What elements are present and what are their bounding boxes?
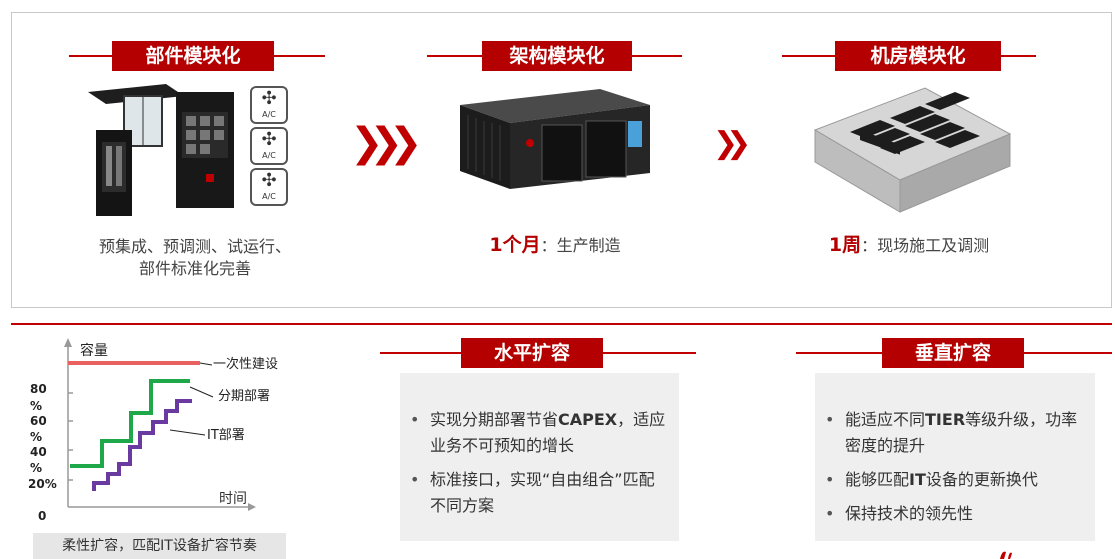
brand-logo-fragment-icon <box>1000 551 1012 559</box>
svg-text:%: % <box>30 399 42 413</box>
series-label-onetime: 一次性建设 <box>213 356 278 372</box>
fan-icon: ✣ <box>261 88 277 109</box>
svg-text:%: % <box>30 461 42 475</box>
bullet-item: 能够匹配IT设备的更新换代 <box>815 467 1095 493</box>
horizontal-expansion-card: 水平扩容 <box>380 338 696 559</box>
vertical-bullet-box: 能适应不同TIER等级升级，功率密度的提升 能够匹配IT设备的更新换代 保持技术… <box>815 373 1095 541</box>
card-title: 部件模块化 <box>112 41 274 71</box>
y-tick-label: 80 <box>30 382 47 396</box>
modular-room-illustration <box>813 87 1012 213</box>
svg-text:%: % <box>30 430 42 444</box>
bullet-item: 能适应不同TIER等级升级，功率密度的提升 <box>815 407 1095 459</box>
fan-icon: ✣ <box>261 129 277 150</box>
architecture-modular-card: 架构模块化 <box>427 41 682 273</box>
triple-chevron-icon: ❯❯❯ <box>350 120 422 166</box>
capacity-chart: 容量 时间 80% 60% 40% 20% 0 一次性建设 分期部署 IT部署 <box>28 338 278 523</box>
double-chevron-icon: ❯❯ <box>713 126 751 161</box>
series-line-it <box>92 399 192 491</box>
y-tick-label: 60 <box>30 414 47 428</box>
chart-caption: 柔性扩容，匹配IT设备扩容节奏 <box>33 533 286 559</box>
series-line-phased <box>70 379 190 468</box>
y-tick-label: 40 <box>30 445 47 459</box>
container-datacenter-illustration <box>460 89 650 189</box>
bullet-item: 实现分期部署节省CAPEX，适应业务不可预知的增长 <box>400 407 679 459</box>
horizontal-bullet-box: 实现分期部署节省CAPEX，适应业务不可预知的增长 标准接口，实现“自由组合”匹… <box>400 373 679 541</box>
room-caption: 1周：现场施工及调测 <box>828 234 990 256</box>
fan-icon: ✣ <box>261 170 277 191</box>
y-tick-label: 20% <box>28 477 57 491</box>
ac-unit-icon: ✣ A/C <box>250 168 288 206</box>
y-axis-label: 容量 <box>80 342 108 359</box>
x-axis-arrow <box>248 503 256 511</box>
ac-unit-icon: ✣ A/C <box>250 127 288 165</box>
ac-unit-icon: ✣ A/C <box>250 86 288 124</box>
card-title: 垂直扩容 <box>882 338 1024 368</box>
card-title: 架构模块化 <box>482 41 632 71</box>
component-modular-card: 部件模块化 <box>69 41 325 273</box>
section-divider <box>11 323 1112 325</box>
vertical-expansion-card: 垂直扩容 <box>796 338 1112 559</box>
bullet-item: 保持技术的领先性 <box>815 501 1095 527</box>
component-caption: 预集成、预调测、试运行、 部件标准化完善 <box>98 237 291 278</box>
bullet-item: 标准接口，实现“自由组合”匹配不同方案 <box>400 467 679 519</box>
y-tick-label: 0 <box>38 509 46 523</box>
y-axis-arrow <box>64 338 72 347</box>
x-axis-label: 时间 <box>219 491 247 507</box>
series-label-phased: 分期部署 <box>218 389 270 404</box>
architecture-caption: 1个月：生产制造 <box>489 234 621 256</box>
card-title: 水平扩容 <box>461 338 603 368</box>
room-modular-card: 机房模块化 <box>782 41 1036 273</box>
series-label-it: IT部署 <box>207 428 245 443</box>
cabinet-illustration <box>88 84 234 216</box>
card-title: 机房模块化 <box>835 41 1001 71</box>
